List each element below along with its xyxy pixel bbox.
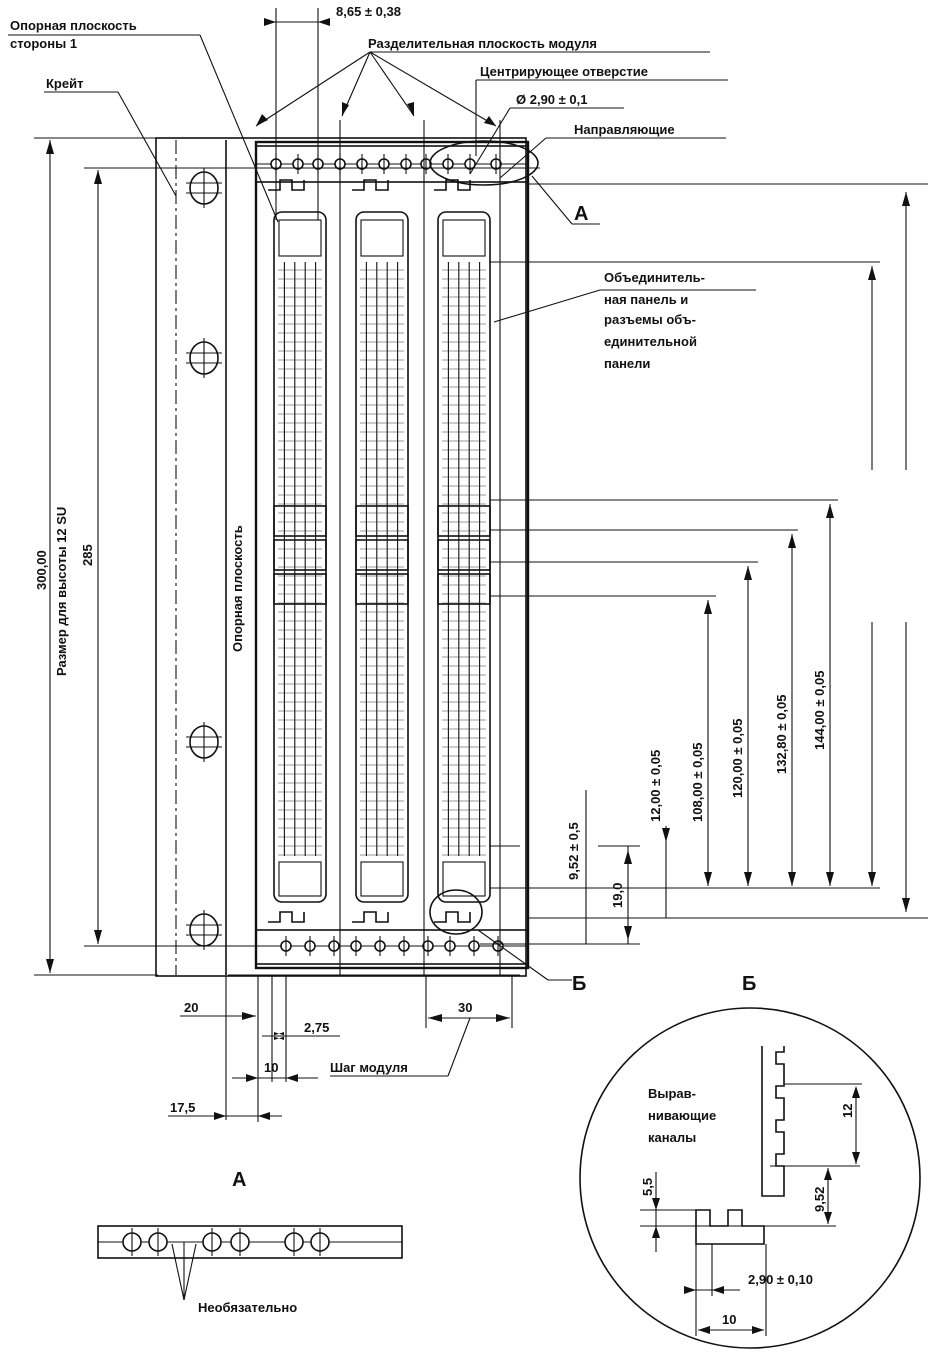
label-dim-b-952: 9,52: [812, 1187, 827, 1212]
label-dim-1200: 12,00 ± 0,05: [648, 750, 663, 822]
label-module-pitch: Шаг модуля: [330, 1060, 408, 1075]
label-backplane-line3: разъемы объ-: [604, 312, 696, 327]
label-dim-275: 2,75: [304, 1020, 329, 1035]
connector-bottom-block: [278, 861, 322, 897]
label-ref-plane-vertical: Опорная плоскость: [230, 525, 245, 652]
connector-segment: [437, 539, 491, 571]
right-dimensions: [480, 183, 928, 945]
label-dim-300: 300,00: [34, 550, 49, 590]
label-align-line3: каналы: [648, 1130, 696, 1145]
label-dim-175: 17,5: [170, 1100, 195, 1115]
connector-body: [273, 211, 327, 903]
connector-body: [355, 211, 409, 903]
bottom-dimensions: [168, 976, 513, 1122]
label-dim-b-290: 2,90 ± 0,10: [748, 1272, 813, 1287]
connector-segment: [273, 539, 327, 571]
backplane-connectors: [273, 211, 491, 903]
left-dimensions: [34, 137, 540, 976]
label-guides: Направляющие: [574, 122, 675, 137]
connector-segment: [273, 573, 327, 605]
label-dim-952-05: 9,52 ± 0,5: [566, 822, 581, 880]
connector-body: [437, 211, 491, 903]
connector-segment: [355, 505, 409, 537]
crate-frame: [155, 137, 530, 977]
connector-bottom-block: [442, 861, 486, 897]
connector-segment: [273, 505, 327, 537]
label-backplane-line2: ная панель и: [604, 292, 688, 307]
bottom-rail-holes: [280, 936, 504, 956]
label-dim-19: 19,0: [610, 883, 625, 908]
crate-mounting-holes: [186, 168, 222, 950]
connector-segment: [437, 505, 491, 537]
label-dim-10: 10: [264, 1060, 278, 1075]
label-centering-hole: Центрирующее отверстие: [480, 64, 648, 79]
connector-top-block: [442, 219, 486, 257]
label-dim-865: 8,65 ± 0,38: [336, 4, 401, 19]
connector-top-block: [278, 219, 322, 257]
label-dim-b-55: 5,5: [640, 1178, 655, 1196]
top-leaders: [8, 8, 756, 981]
label-view-a-marker: А: [574, 203, 588, 225]
label-align-line2: нивающие: [648, 1108, 716, 1123]
detail-a: [97, 1225, 403, 1301]
label-dim-285: 285: [80, 544, 95, 566]
label-view-b-marker: Б: [572, 973, 586, 995]
connector-bottom-block: [360, 861, 404, 897]
label-ref-plane-side1-line2: стороны 1: [10, 36, 77, 51]
label-backplane-line5: панели: [604, 356, 650, 371]
top-guide-rail: [255, 140, 539, 191]
detail-a-holes: [122, 1228, 330, 1256]
label-dim-20: 20: [184, 1000, 198, 1015]
label-hole-diameter: Ø 2,90 ± 0,1: [516, 92, 587, 107]
label-size-12su: Размер для высоты 12 SU: [54, 507, 69, 676]
label-dim-13280: 132,80 ± 0,05: [774, 695, 789, 774]
label-dim-10800: 108,00 ± 0,05: [690, 743, 705, 822]
label-ref-plane-side1-line1: Опорная плоскость: [10, 18, 137, 33]
bottom-guide-rail: [255, 889, 529, 965]
label-optional: Необязательно: [198, 1300, 297, 1315]
label-view-a-title: А: [232, 1169, 246, 1191]
label-view-b-title: Б: [742, 973, 756, 995]
label-dim-12000: 120,00 ± 0,05: [730, 719, 745, 798]
label-align-line1: Вырав-: [648, 1086, 696, 1101]
label-backplane-line4: единительной: [604, 334, 697, 349]
connector-top-block: [360, 219, 404, 257]
label-dim-b-10: 10: [722, 1312, 736, 1327]
label-dim-14400: 144,00 ± 0,05: [812, 671, 827, 750]
drawing-text: Опорная плоскость стороны 1 Крейт 8,65 ±…: [10, 4, 855, 1327]
label-dim-b-12: 12: [840, 1104, 855, 1118]
label-dim-30: 30: [458, 1000, 472, 1015]
connector-segment: [355, 573, 409, 605]
label-module-split-plane: Разделительная плоскость модуля: [368, 36, 597, 51]
detail-b: [579, 1007, 921, 1349]
connector-segment: [355, 539, 409, 571]
label-backplane-line1: Объединитель-: [604, 270, 705, 285]
label-crate: Крейт: [46, 76, 83, 91]
connector-segment: [437, 573, 491, 605]
